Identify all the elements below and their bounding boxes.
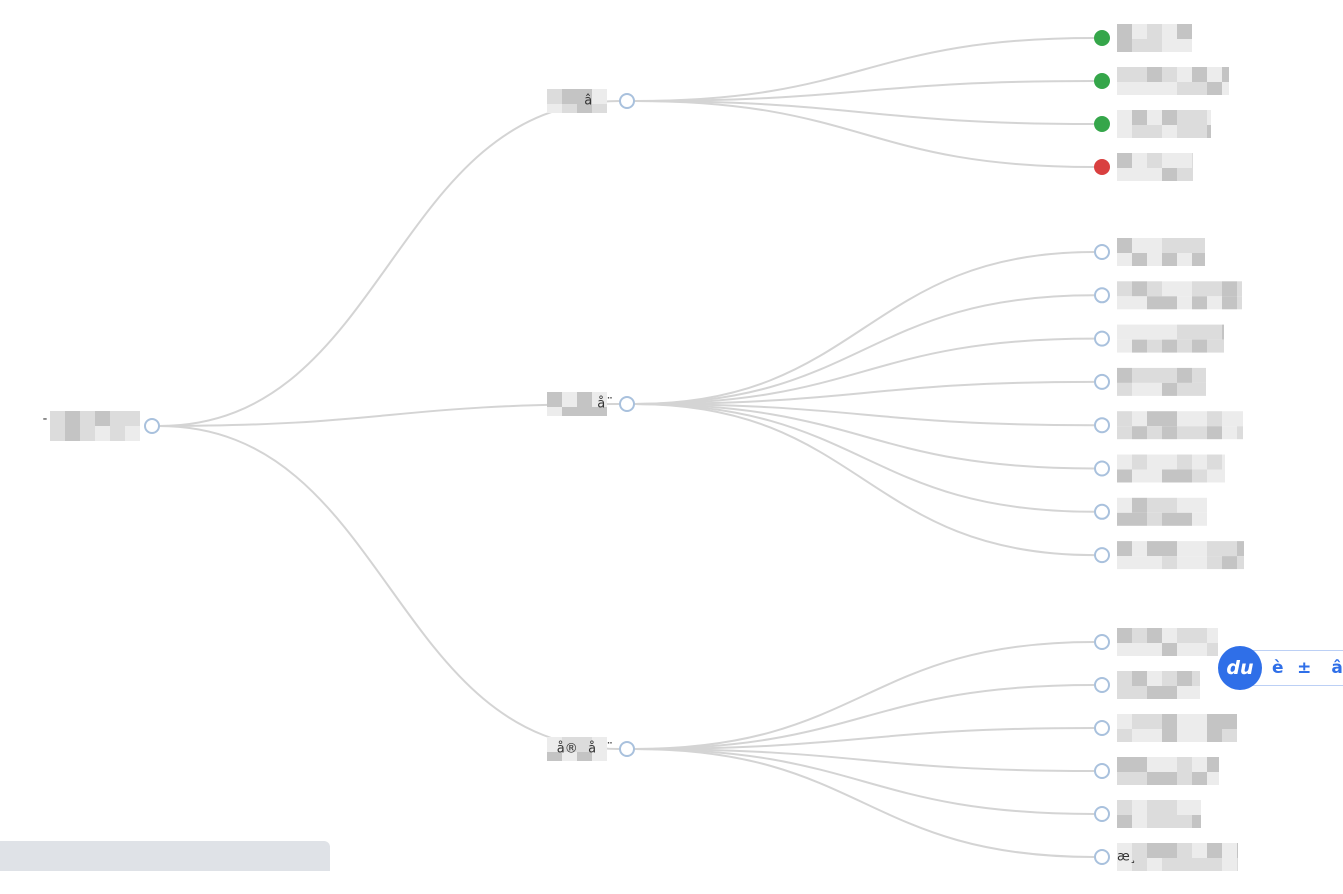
ime-panel[interactable]: è± â¢, (1252, 650, 1343, 686)
leaf-label-redacted-1-2 (1117, 325, 1224, 353)
leaf-node-ok-0-0[interactable] (1094, 30, 1110, 46)
leaf-label-redacted-0-2 (1117, 110, 1211, 138)
leaf-node-2-1[interactable] (1095, 678, 1109, 692)
link-branch-1-to-leaf-2 (634, 339, 1094, 404)
branch-node-0[interactable] (620, 94, 634, 108)
branch-label-suffix-2: å®å ¨ (557, 742, 613, 757)
link-branch-2-to-leaf-0 (634, 642, 1094, 749)
leaf-label-redacted-1-1 (1117, 281, 1242, 309)
ime-logo-icon[interactable]: du (1218, 646, 1262, 690)
leaf-label-redacted-2-2 (1117, 714, 1237, 742)
branch-node-2[interactable] (620, 742, 634, 756)
tree-nodes (145, 30, 1110, 864)
ime-punctuation-toggle[interactable]: â¢, (1331, 657, 1343, 679)
branch-label-suffix-0: â (584, 94, 613, 109)
leaf-node-1-3[interactable] (1095, 375, 1109, 389)
ime-mode-toggle[interactable]: è± (1272, 657, 1311, 679)
leaf-label-redacted-0-0 (1117, 24, 1192, 52)
bottom-panel-bar[interactable] (0, 841, 330, 871)
link-branch-0-to-leaf-3 (634, 101, 1094, 167)
leaf-label-redacted-1-0 (1117, 238, 1205, 266)
leaf-label-redacted-1-3 (1117, 368, 1206, 396)
leaf-node-1-6[interactable] (1095, 505, 1109, 519)
leaf-label-text-2-5: æ¸ (1117, 850, 1138, 865)
tree-labels: - â å ¨ å®å ¨ æ¸ (43, 94, 1138, 865)
branch-node-1[interactable] (620, 397, 634, 411)
leaf-label-redacted-0-1 (1117, 67, 1229, 95)
leaf-node-2-2[interactable] (1095, 721, 1109, 735)
leaf-node-error-0-3[interactable] (1094, 159, 1110, 175)
leaf-label-redacted-1-5 (1117, 455, 1225, 483)
leaf-node-1-2[interactable] (1095, 332, 1109, 346)
leaf-label-redacted-2-4 (1117, 800, 1201, 828)
leaf-node-2-4[interactable] (1095, 807, 1109, 821)
link-branch-2-to-leaf-4 (634, 749, 1094, 814)
link-branch-1-to-leaf-0 (634, 252, 1094, 404)
link-root-to-branch-2 (159, 426, 620, 749)
leaf-node-1-4[interactable] (1095, 418, 1109, 432)
leaf-node-ok-0-2[interactable] (1094, 116, 1110, 132)
link-root-to-branch-0 (159, 101, 620, 426)
leaf-label-redacted-2-3 (1117, 757, 1219, 785)
branch-label-suffix-1: å ¨ (597, 397, 613, 412)
link-branch-1-to-leaf-6 (634, 404, 1094, 512)
root-label-redacted (50, 411, 140, 441)
link-branch-0-to-leaf-2 (634, 101, 1094, 124)
leaf-node-1-0[interactable] (1095, 245, 1109, 259)
leaf-label-redacted-2-0 (1117, 628, 1218, 656)
leaf-node-1-7[interactable] (1095, 548, 1109, 562)
leaf-node-2-5[interactable] (1095, 850, 1109, 864)
ime-toolbar[interactable]: du è± â¢, (1218, 646, 1343, 690)
leaf-label-redacted-1-4 (1117, 411, 1243, 439)
leaf-label-redacted-0-3 (1117, 153, 1193, 181)
leaf-label-redacted-1-6 (1117, 498, 1207, 526)
leaf-node-ok-0-1[interactable] (1094, 73, 1110, 89)
leaf-node-1-5[interactable] (1095, 462, 1109, 476)
root-node[interactable] (145, 419, 159, 433)
leaf-node-2-3[interactable] (1095, 764, 1109, 778)
link-branch-1-to-leaf-1 (634, 295, 1094, 404)
link-branch-2-to-leaf-5 (634, 749, 1094, 857)
tree-links (159, 38, 1094, 857)
leaf-node-1-1[interactable] (1095, 288, 1109, 302)
redacted-labels (50, 24, 1244, 871)
leaf-label-redacted-1-7 (1117, 541, 1244, 569)
link-branch-1-to-leaf-7 (634, 404, 1094, 555)
root-label-dash: - (43, 412, 48, 427)
leaf-label-redacted-2-1 (1117, 671, 1200, 699)
leaf-node-2-0[interactable] (1095, 635, 1109, 649)
